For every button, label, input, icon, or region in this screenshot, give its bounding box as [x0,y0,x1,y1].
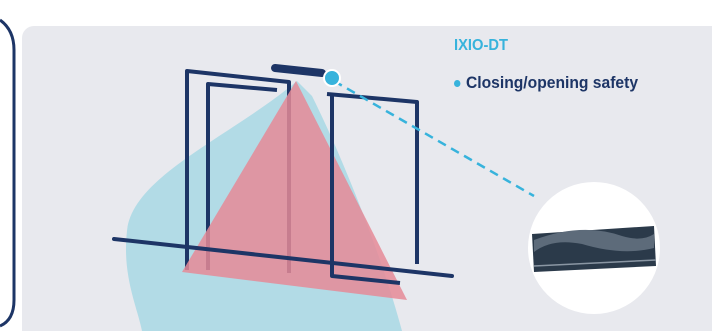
left-door-inner [206,82,278,270]
feature-item: Closing/opening safety [454,73,638,93]
sensor-point [323,69,341,87]
left-edge-decoration [0,18,16,328]
bullet-dot-icon [454,79,461,87]
sensor-device-icon [532,226,657,272]
right-door-inner [330,96,401,285]
left-page-edge [0,0,22,331]
callout-line [333,79,535,198]
diagram-panel: IXIO-DT Closing/opening safety [22,26,712,331]
product-name: IXIO-DT [454,37,508,54]
floor-line [112,237,454,278]
feature-label: Closing/opening safety [465,73,639,92]
door-header-bar [271,64,326,77]
core-detection-zone [182,81,407,300]
door-detection-diagram [112,64,660,331]
right-door-leaf [326,92,419,264]
